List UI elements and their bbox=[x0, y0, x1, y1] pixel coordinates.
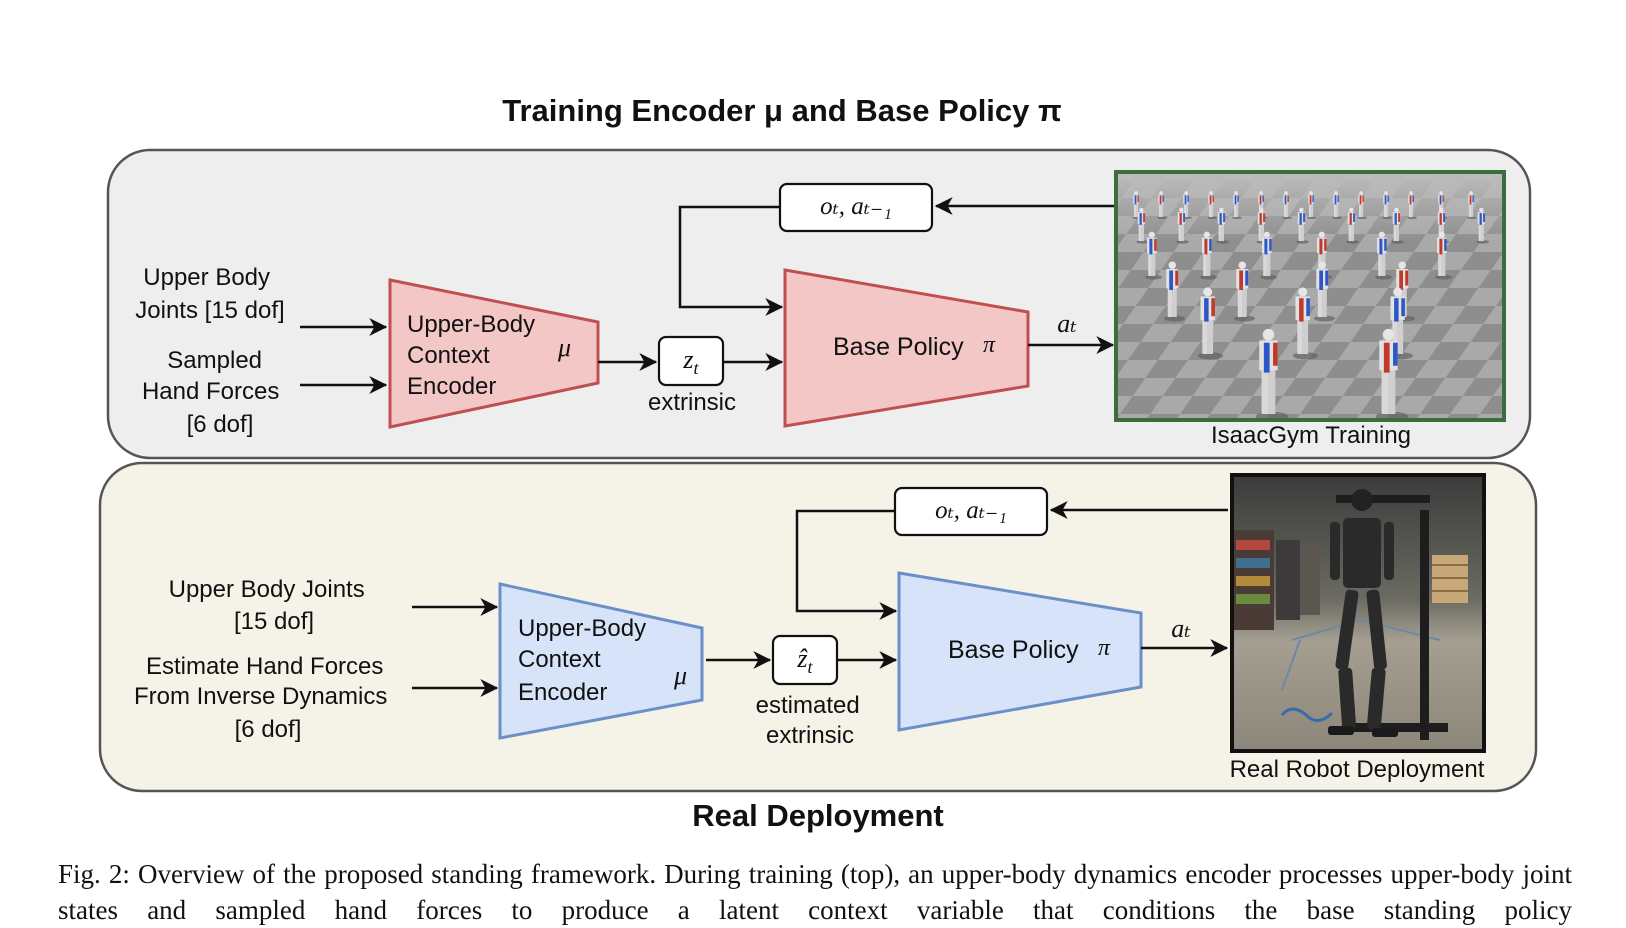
training-latent-caption: extrinsic bbox=[648, 389, 736, 416]
deployment-encoder-symbol: μ bbox=[673, 661, 687, 690]
deployment-policy-block bbox=[897, 571, 1143, 732]
sim-robot-figure bbox=[1200, 231, 1217, 280]
deployment-action-label: aₜ bbox=[1171, 614, 1191, 643]
deployment-input-forces: Estimate Hand Forces From Inverse Dynami… bbox=[134, 653, 394, 743]
sim-robot-figure bbox=[1164, 261, 1185, 322]
deployment-panel bbox=[98, 461, 1538, 793]
sim-robot-figure bbox=[1332, 191, 1342, 220]
deployment-encoder-block bbox=[498, 582, 704, 740]
sim-robot-figure bbox=[1136, 207, 1149, 244]
isaacgym-simulation-image bbox=[1114, 170, 1506, 422]
sim-robot-figure bbox=[1314, 261, 1335, 322]
robot-caption: Real Robot Deployment bbox=[1230, 756, 1485, 783]
sim-robot-figure bbox=[1292, 287, 1318, 360]
figure-caption: Fig. 2: Overview of the proposed standin… bbox=[58, 859, 1572, 925]
training-encoder-label: Upper-Body Context Encoder bbox=[407, 311, 542, 400]
arrow-obs-to-policy bbox=[678, 205, 784, 316]
deployment-title: Real Deployment bbox=[692, 798, 944, 833]
sim-robot-figure bbox=[1296, 207, 1309, 244]
sim-robot-figure bbox=[1346, 207, 1359, 244]
arrow-dep-obs-to-policy bbox=[795, 509, 898, 620]
sim-robot-figure bbox=[1357, 191, 1367, 220]
deployment-input-joints: Upper Body Joints [15 dof] bbox=[169, 576, 372, 635]
training-policy-label: Base Policy bbox=[833, 333, 964, 361]
sim-robot-figure bbox=[1145, 231, 1162, 280]
sim-robot-figure bbox=[1375, 231, 1392, 280]
sim-robot-figure bbox=[1260, 231, 1277, 280]
sim-robot-figure bbox=[1382, 191, 1392, 220]
sim-robot-figure bbox=[1307, 191, 1317, 220]
sim-robot-figure bbox=[1435, 231, 1452, 280]
sim-robot-figure bbox=[1467, 191, 1477, 220]
deployment-latent-symbol: ẑt bbox=[796, 644, 813, 677]
deployment-latent-caption: estimated extrinsic bbox=[756, 692, 867, 749]
training-input-joints: Upper Body Joints [15 dof] bbox=[135, 264, 284, 324]
training-policy-block bbox=[783, 268, 1030, 428]
sim-robot-figure bbox=[1197, 287, 1223, 360]
deployment-encoder-label: Upper-Body Context Encoder bbox=[518, 615, 653, 706]
training-obs-label: oₜ, aₜ₋₁ bbox=[820, 193, 892, 220]
sim-robot-figure bbox=[1407, 191, 1417, 220]
deployment-obs-label: oₜ, aₜ₋₁ bbox=[935, 497, 1007, 524]
training-title: Training Encoder μ and Base Policy π bbox=[502, 93, 1062, 128]
sim-robot-figure bbox=[1232, 191, 1242, 220]
sim-robot-figure bbox=[1391, 207, 1404, 244]
sim-robot-figure bbox=[1157, 191, 1167, 220]
sim-caption: IsaacGym Training bbox=[1211, 422, 1411, 449]
sim-robot-figure bbox=[1476, 207, 1489, 244]
deployment-policy-symbol: π bbox=[1098, 635, 1111, 661]
sim-robot-figure bbox=[1216, 207, 1229, 244]
training-input-forces: Sampled Hand Forces [6 dof] bbox=[142, 347, 286, 438]
sim-robot-figure bbox=[1176, 207, 1189, 244]
deployment-policy-label: Base Policy bbox=[948, 636, 1079, 664]
sim-robot-figure bbox=[1282, 191, 1292, 220]
training-encoder-block bbox=[388, 278, 600, 429]
training-latent-symbol: zt bbox=[682, 345, 699, 378]
real-robot-photo bbox=[1230, 473, 1486, 753]
sim-robot-figure bbox=[1234, 261, 1255, 322]
training-policy-symbol: π bbox=[983, 332, 996, 358]
sim-robot-figure bbox=[1207, 191, 1217, 220]
training-encoder-symbol: μ bbox=[557, 333, 571, 362]
training-action-label: aₜ bbox=[1057, 309, 1077, 338]
training-title-text: Training Encoder μ and Base Policy π bbox=[502, 93, 1062, 128]
